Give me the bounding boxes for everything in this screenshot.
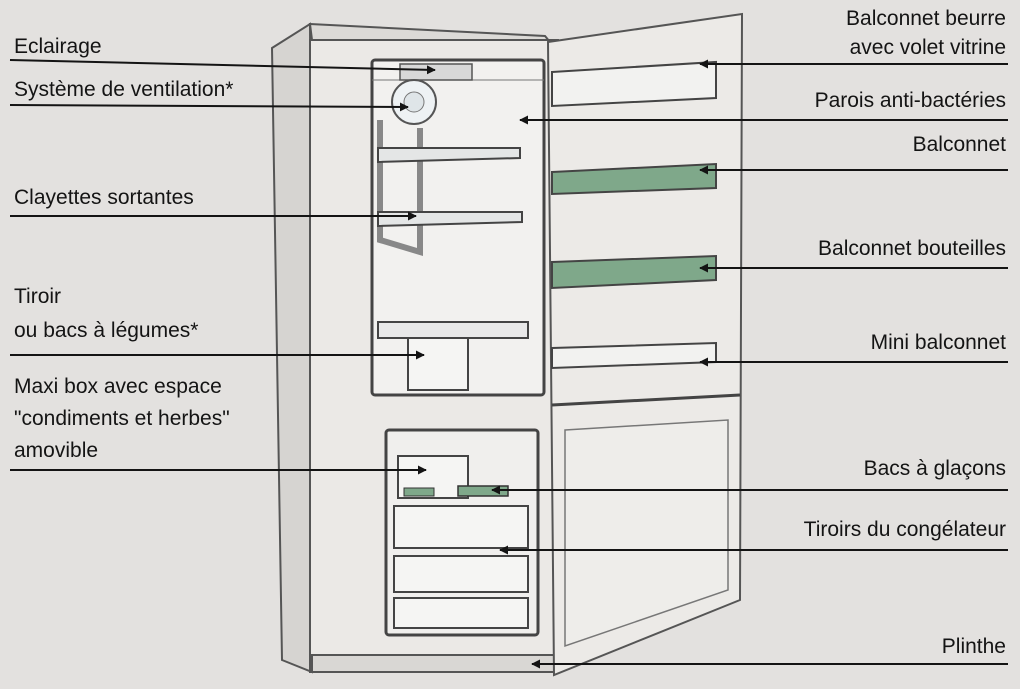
fridge-door — [546, 12, 744, 677]
refrigerator-compartment — [370, 58, 546, 397]
air-duct — [377, 120, 423, 257]
shelf-upper — [377, 147, 521, 164]
door-divider — [551, 393, 741, 407]
door-bottle-balcony — [551, 254, 717, 290]
fridge-body — [270, 22, 559, 674]
light-unit — [399, 63, 473, 81]
label-eclairage: Eclairage — [14, 35, 102, 58]
ventilation-fan — [391, 79, 437, 125]
label-glacons: Bacs à glaçons — [863, 457, 1006, 480]
crisper-drawer — [377, 321, 529, 391]
label-mini: Mini balconnet — [870, 331, 1006, 354]
door-balcony — [551, 162, 717, 196]
left-leader-lines — [9, 59, 436, 475]
maxi-box — [397, 455, 469, 499]
leader-eclairage — [9, 59, 436, 75]
label-plinthe: Plinthe — [941, 635, 1006, 658]
door-freezer-panel — [564, 419, 729, 648]
label-maxibox-line3: amovible — [14, 439, 99, 462]
label-clayettes: Clayettes sortantes — [14, 186, 194, 209]
label-bouteilles: Balconnet bouteilles — [818, 237, 1006, 260]
label-beurre-line1: Balconnet beurre — [846, 7, 1006, 30]
door-butter-compartment — [551, 60, 717, 108]
label-parois: Parois anti-bactéries — [814, 89, 1006, 112]
freezer-drawers — [393, 505, 529, 629]
right-leader-lines — [491, 59, 1008, 669]
fridge-side-panel — [270, 22, 314, 674]
label-balconnet: Balconnet — [912, 133, 1006, 156]
label-congelateur: Tiroirs du congélateur — [803, 518, 1006, 541]
label-ventilation: Système de ventilation* — [14, 78, 234, 101]
label-tiroir-line2: ou bacs à légumes* — [14, 319, 199, 342]
leader-ventilation — [9, 102, 409, 112]
plinth — [311, 654, 559, 673]
label-beurre-line2: avec volet vitrine — [849, 36, 1006, 59]
label-maxibox-line2: "condiments et herbes" — [14, 407, 230, 430]
label-tiroir-line1: Tiroir — [14, 285, 62, 308]
label-maxibox-line1: Maxi box avec espace — [14, 375, 222, 398]
